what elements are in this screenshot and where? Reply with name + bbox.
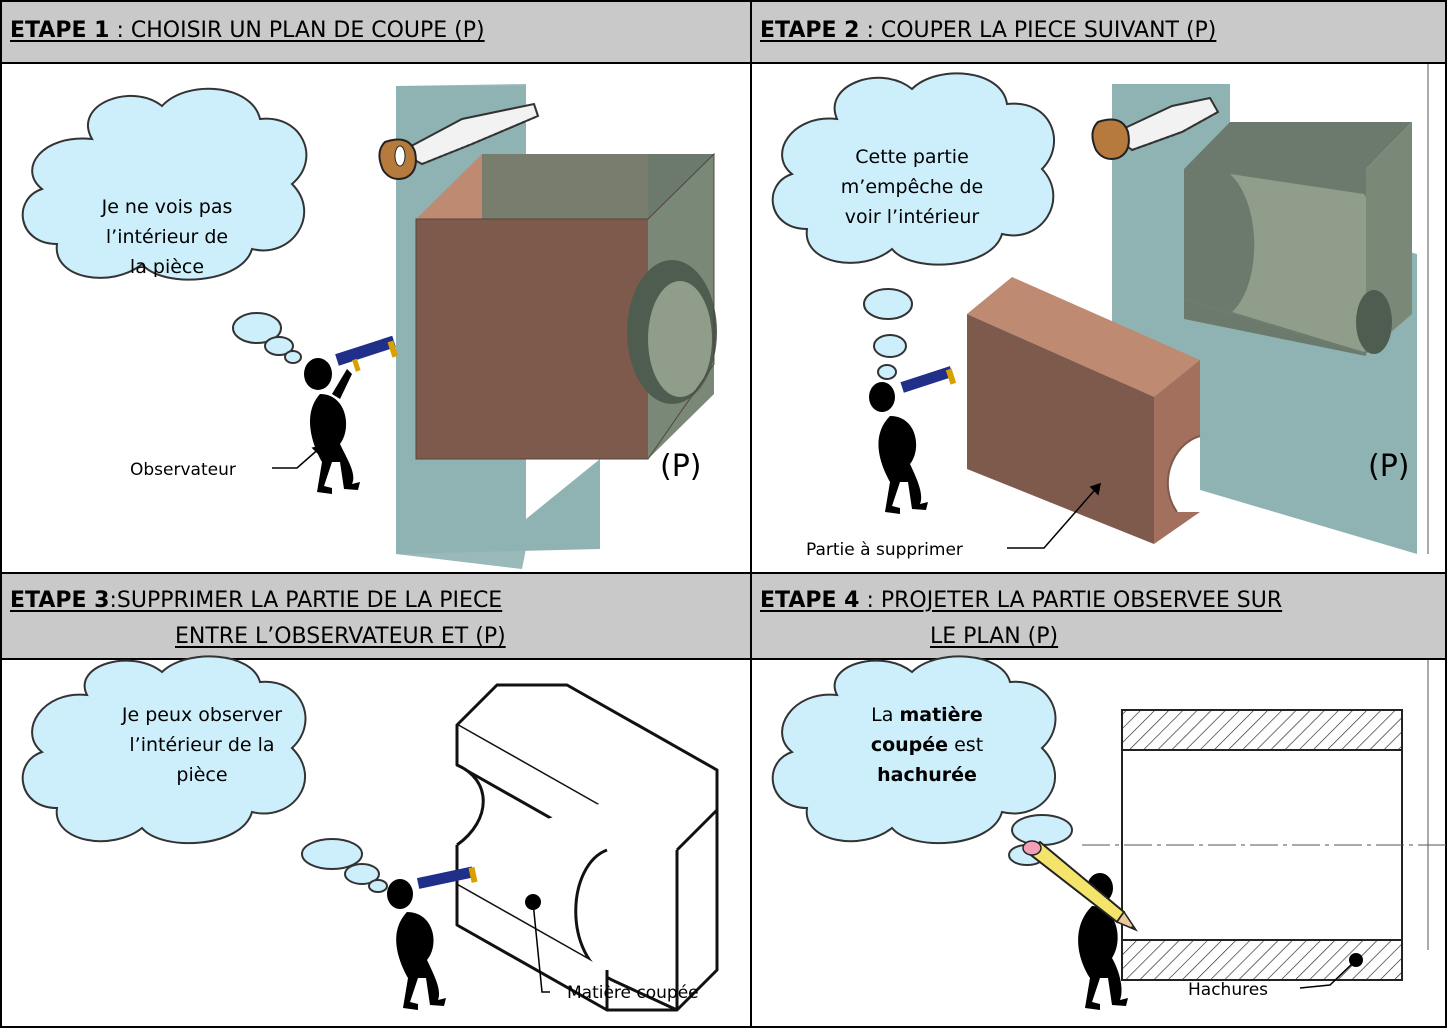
- step-1-title-bold: ETAPE 1: [10, 18, 110, 43]
- part-front-face: [967, 314, 1154, 544]
- observer-label: Observateur: [130, 460, 236, 480]
- step-1-header: ETAPE 1 : CHOISIR UN PLAN DE COUPE (P): [2, 2, 750, 64]
- cut-material-label: Matière coupée: [567, 983, 699, 1003]
- step-3-illustration: [21, 655, 719, 1012]
- section-view: [1121, 709, 1403, 981]
- thought-text: Je peux observer l’intérieur de la pièce: [121, 704, 283, 786]
- step-4-header: ETAPE 4 : PROJETER LA PARTIE OBSERVEE SU…: [752, 574, 1445, 660]
- thought-text: La matière coupée est hachurée: [870, 704, 984, 786]
- observer-figure: [869, 366, 957, 514]
- saw-icon: [378, 102, 540, 180]
- step-2-title: : COUPER LA PIECE SUIVANT (P): [859, 18, 1217, 43]
- step-1-panel: ETAPE 1 : CHOISIR UN PLAN DE COUPE (P): [0, 0, 752, 574]
- thought-cloud: [771, 72, 1056, 380]
- thought-text: Cette partie m’empêche de voir l’intérie…: [840, 146, 984, 228]
- remove-arrow: [1007, 482, 1101, 549]
- step-2-header: ETAPE 2 : COUPER LA PIECE SUIVANT (P): [752, 2, 1445, 64]
- step-4-title-line2: LE PLAN (P): [930, 624, 1059, 649]
- hatch-leader: [1299, 959, 1357, 989]
- saw-icon: [1091, 96, 1220, 160]
- step-2-panel: ETAPE 2 : COUPER LA PIECE SUIVANT (P): [750, 0, 1447, 574]
- step-2-body: Cette partie m’empêche de voir l’intérie…: [752, 64, 1445, 572]
- step-3-panel: ETAPE 3:SUPPRIMER LA PARTIE DE LA PIECE …: [0, 572, 752, 1028]
- step-3-title: :SUPPRIMER LA PARTIE DE LA PIECE: [109, 588, 503, 613]
- part-top-face: [967, 277, 1200, 397]
- thought-cloud: [21, 87, 308, 364]
- plane-label: (P): [1368, 449, 1410, 484]
- step-1-title: : CHOISIR UN PLAN DE COUPE (P): [109, 18, 485, 43]
- step-2-illustration: [771, 64, 1429, 554]
- step-2-title-bold: ETAPE 2: [760, 18, 860, 43]
- step-3-title-bold: ETAPE 3: [10, 588, 110, 613]
- hatch-label: Hachures: [1188, 980, 1269, 1000]
- step-3-body: Je peux observer l’intérieur de la pièce…: [2, 655, 750, 1026]
- step-4-illustration: [771, 655, 1447, 1010]
- hatched-area-top: [1121, 709, 1403, 751]
- step-4-body: La matière coupée est hachurée Hachures: [752, 655, 1447, 1026]
- part-front-face: [416, 219, 648, 459]
- observer-figure: [387, 866, 478, 1010]
- step-3-header: ETAPE 3:SUPPRIMER LA PARTIE DE LA PIECE …: [2, 574, 750, 660]
- observer-figure: [304, 335, 399, 494]
- thought-text: Je ne vois pas l’intérieur de la pièce: [101, 196, 233, 278]
- step-3-title-line2: ENTRE L’OBSERVATEUR ET (P): [175, 624, 506, 649]
- plane-label: (P): [660, 449, 702, 484]
- step-1-illustration: [21, 84, 717, 569]
- step-4-title-bold: ETAPE 4: [760, 588, 860, 613]
- pencil-icon: [1022, 840, 1139, 932]
- cut-part-drawing: [455, 683, 719, 1012]
- cut-material-leader: [532, 901, 550, 993]
- step-4-title: : PROJETER LA PARTIE OBSERVEE SUR: [859, 588, 1283, 613]
- step-1-body: Je ne vois pas l’intérieur de la pièce O…: [2, 64, 750, 572]
- remove-part-label: Partie à supprimer: [806, 540, 963, 560]
- observer-arrow: [272, 445, 323, 469]
- thought-cloud: [21, 655, 388, 893]
- step-4-panel: ETAPE 4 : PROJETER LA PARTIE OBSERVEE SU…: [750, 572, 1447, 1028]
- hatched-area-bottom: [1121, 939, 1403, 981]
